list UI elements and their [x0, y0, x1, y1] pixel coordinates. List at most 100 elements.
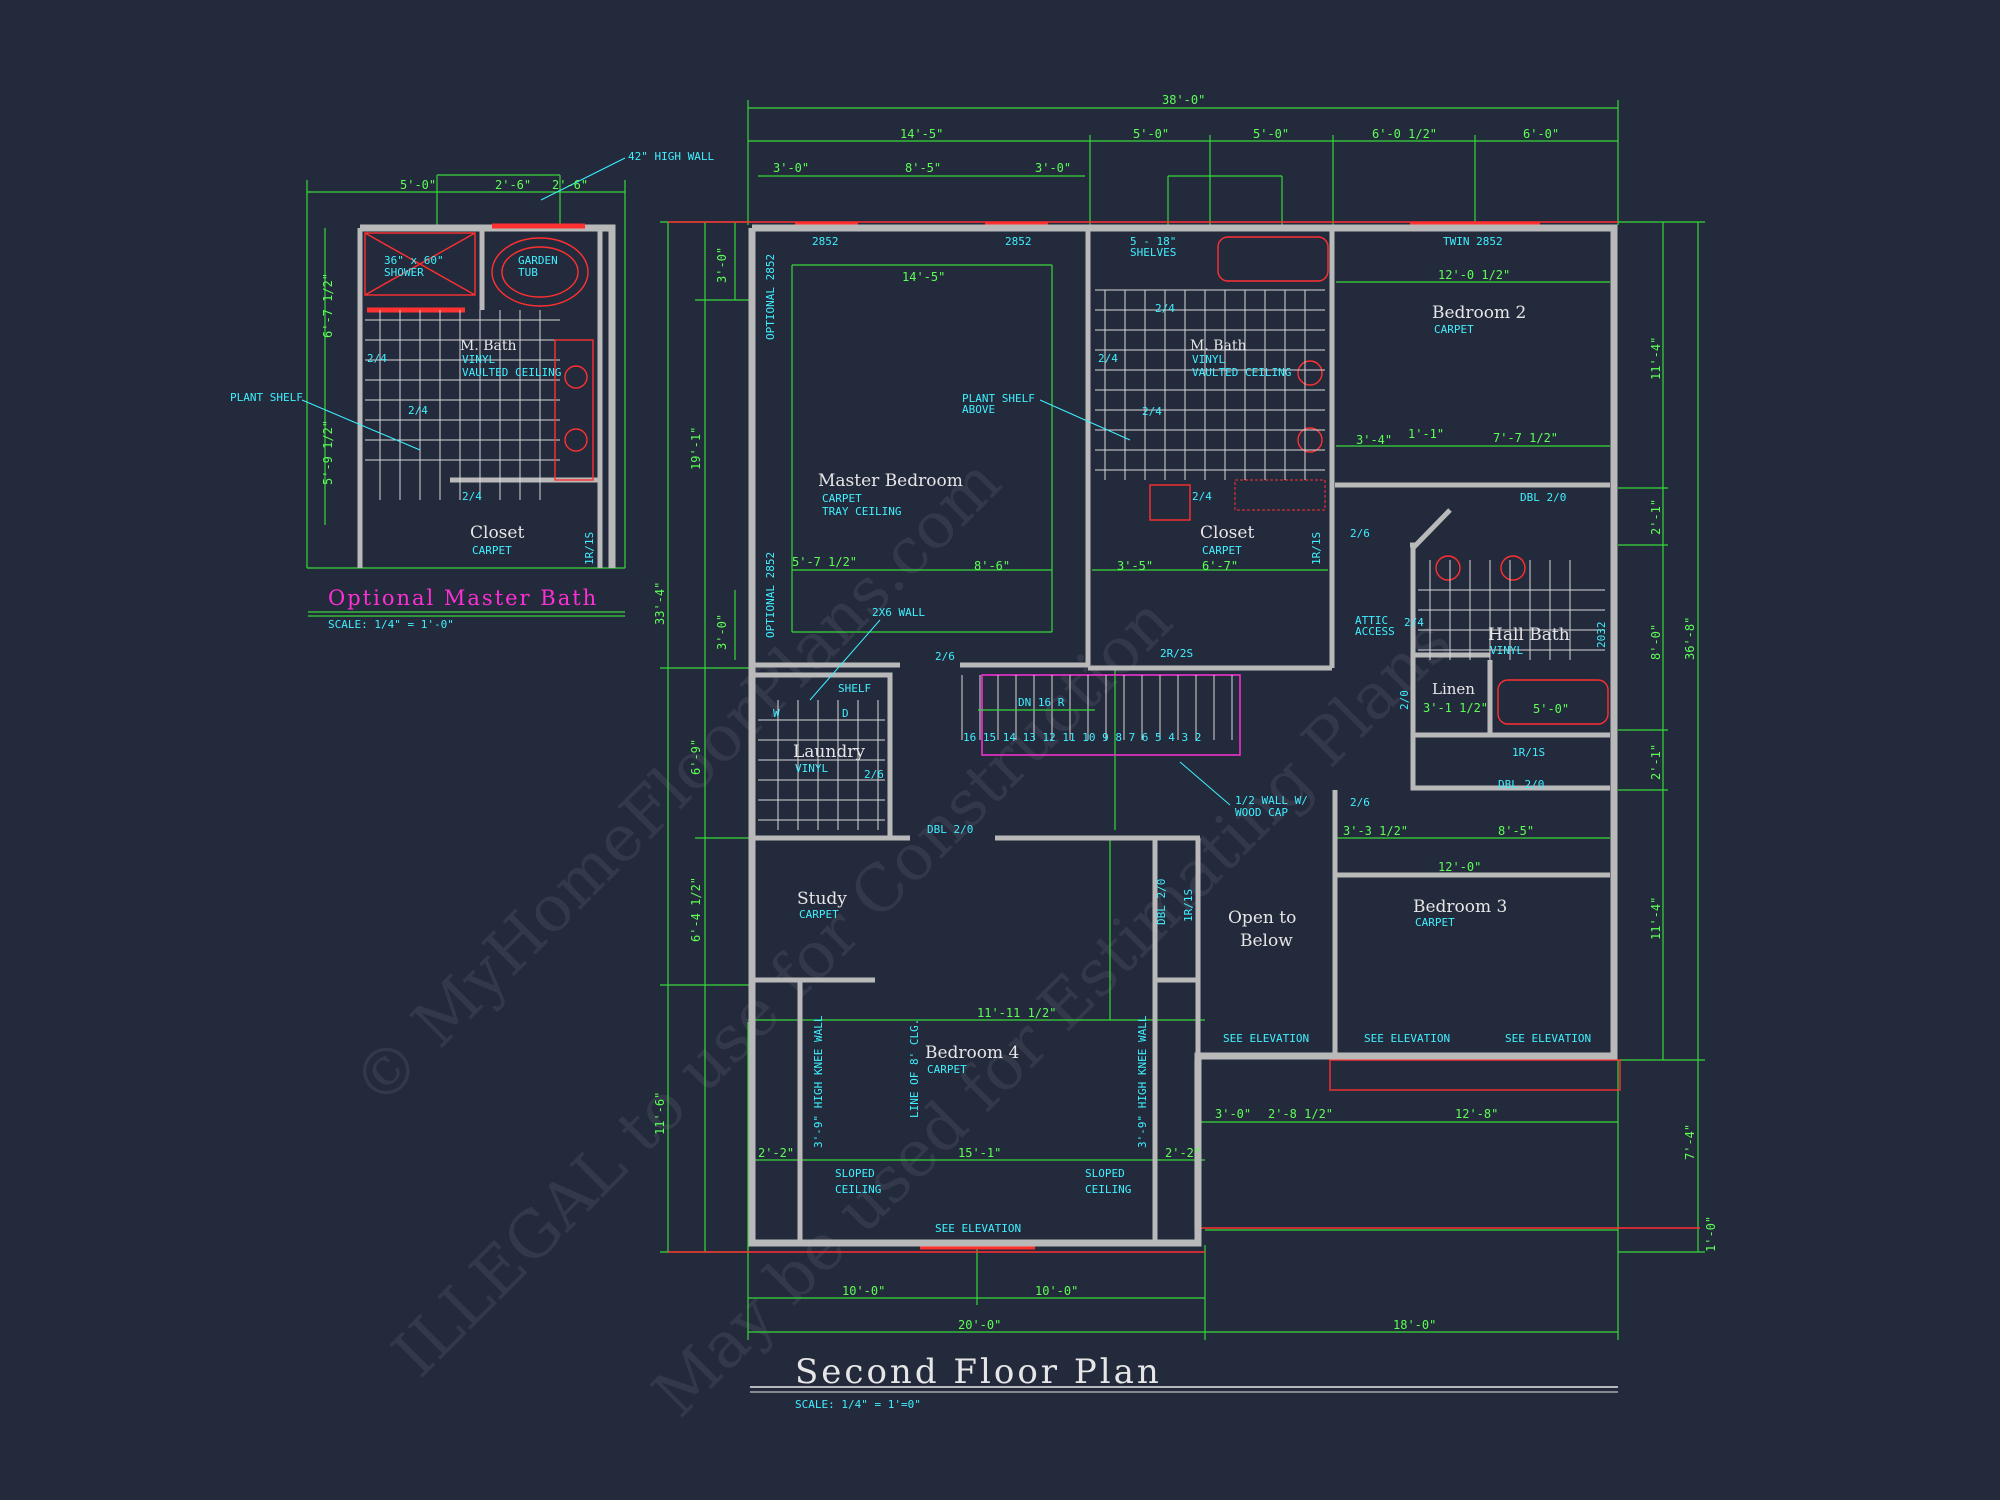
dim-overall-top: 38'-0"	[1162, 93, 1205, 107]
walls	[748, 224, 1618, 1247]
room-closet-floor: CARPET	[1202, 544, 1242, 557]
room-bedroom-3: Bedroom 3	[1413, 897, 1507, 917]
dim-closet-a: 3'-5"	[1117, 559, 1153, 573]
inset-note-shower-2: SHOWER	[384, 266, 424, 279]
note-half-wall-2: WOOD CAP	[1235, 806, 1288, 819]
room-bedroom-3-floor: CARPET	[1415, 916, 1455, 929]
note-shelves-2: SHELVES	[1130, 246, 1176, 259]
note-window-2852-a: 2852	[812, 235, 839, 248]
inset-room-master-bath-ceiling: VAULTED CEILING	[462, 366, 561, 379]
dim-b3-b: 2'-8 1/2"	[1268, 1107, 1333, 1121]
inset-note-shower-1: 36" x 60"	[384, 254, 444, 267]
room-laundry: Laundry	[793, 742, 865, 762]
dim-b3-c: 12'-8"	[1455, 1107, 1498, 1121]
note-line-8-clg: LINE OF 8' CLG.	[908, 1019, 921, 1118]
note-knee-wall-left: 3'-9" HIGH KNEE WALL	[812, 1015, 825, 1148]
note-sloped-1b: CEILING	[835, 1183, 881, 1196]
room-hall-bath-floor: VINYL	[1490, 644, 1523, 657]
note-door-2r2s: 2R/2S	[1160, 647, 1193, 660]
room-bedroom-4-floor: CARPET	[927, 1063, 967, 1076]
dim-bottom-a: 10'-0"	[842, 1284, 885, 1298]
room-open-below-line2: Below	[1240, 931, 1293, 951]
note-door-1r1s-b: 1R/1S	[1310, 532, 1323, 565]
dim-left-total: 33'-4"	[653, 582, 667, 625]
note-2x6-wall: 2X6 WALL	[872, 606, 925, 619]
inset-room-master-bath-floor: VINYL	[462, 353, 495, 366]
inset-note-42-high-wall: 42" HIGH WALL	[628, 150, 714, 163]
note-door-1r1s-a: 1R/1S	[1512, 746, 1545, 759]
note-dryer: D	[842, 707, 849, 720]
dim-hall-bath-d: 1'-1"	[1408, 427, 1444, 441]
note-dn16r: DN 16 R	[1018, 696, 1065, 709]
note-attic-2: ACCESS	[1355, 625, 1395, 638]
note-knee-wall-right: 3'-9" HIGH KNEE WALL	[1136, 1015, 1149, 1148]
dim-top-c: 5'-0"	[1253, 127, 1289, 141]
dim-b3-e: 3'-3 1/2"	[1343, 824, 1408, 838]
inset-dim-e: 5'-9 1/2"	[321, 420, 335, 485]
inset-room-closet-floor: CARPET	[472, 544, 512, 557]
room-master-bath-ceiling: VAULTED CEILING	[1192, 366, 1291, 379]
dim-left-a: 3'-0"	[715, 247, 729, 283]
note-dbl-20-b: DBL 2/0	[1498, 778, 1544, 791]
inset-door-24-a: 2/4	[367, 352, 387, 365]
note-window-2852-b: 2852	[1005, 235, 1032, 248]
room-bedroom-4: Bedroom 4	[925, 1043, 1019, 1063]
inset-note-plant-shelf: PLANT SHELF	[230, 391, 303, 404]
dim-right-d: 2'-1"	[1649, 744, 1663, 780]
note-optional-window-1: OPTIONAL 2852	[764, 254, 777, 340]
dim-b3-a: 3'-0"	[1215, 1107, 1251, 1121]
dim-left-d: 6'-9"	[689, 739, 703, 775]
note-dbl-20-c: DBL 2/0	[927, 823, 973, 836]
dim-left-c: 3'-0"	[715, 614, 729, 650]
note-door-24-d: 2/4	[1192, 490, 1212, 503]
inset-door-24-b: 2/4	[408, 404, 428, 417]
note-door-24-e: 2/4	[1404, 616, 1424, 629]
note-see-elevation-3: SEE ELEVATION	[1505, 1032, 1591, 1045]
note-shelf: SHELF	[838, 682, 871, 695]
inset-dim-c: 2'-6"	[552, 178, 588, 192]
note-plant-shelf-above-1: PLANT SHELF	[962, 392, 1035, 405]
note-door-26-b: 2/6	[1350, 527, 1370, 540]
dim-right-c: 8'-0"	[1649, 624, 1663, 660]
dim-hall-bath-e: 7'-7 1/2"	[1493, 431, 1558, 445]
note-door-24-c: 2/4	[1142, 405, 1162, 418]
dim-bottom-c: 20'-0"	[958, 1318, 1001, 1332]
dim-top-h: 3'-0"	[1035, 161, 1071, 175]
dim-top-d: 6'-0 1/2"	[1372, 127, 1437, 141]
inset-scale: SCALE: 1/4" = 1'-0"	[328, 618, 454, 631]
inset-note-tub-1: GARDEN	[518, 254, 558, 267]
dim-bottom-d: 18'-0"	[1393, 1318, 1436, 1332]
note-sloped-1a: SLOPED	[835, 1167, 875, 1180]
dim-b3-width: 12'-0"	[1438, 860, 1481, 874]
note-sloped-2a: SLOPED	[1085, 1167, 1125, 1180]
inset-title: Optional Master Bath	[328, 586, 598, 610]
dim-top-a: 14'-5"	[900, 127, 943, 141]
note-door-26-c: 2/6	[1350, 796, 1370, 809]
room-linen: Linen	[1432, 680, 1475, 698]
note-see-elevation-2: SEE ELEVATION	[1364, 1032, 1450, 1045]
inset-room-master-bath: M. Bath	[460, 338, 517, 354]
room-hall-bath: Hall Bath	[1488, 625, 1570, 645]
note-plant-shelf-above-2: ABOVE	[962, 403, 995, 416]
dim-mb-width: 14'-5"	[902, 270, 945, 284]
note-sloped-2b: CEILING	[1085, 1183, 1131, 1196]
dim-closet-b: 6'-7"	[1202, 559, 1238, 573]
dim-right-f: 7'-4"	[1683, 1124, 1697, 1160]
room-open-below-line1: Open to	[1228, 908, 1296, 928]
main-scale: SCALE: 1/4" = 1'=0"	[795, 1398, 921, 1411]
room-study: Study	[797, 889, 847, 909]
inset-room-closet: Closet	[470, 523, 524, 543]
inset-dim-b: 2'-6"	[495, 178, 531, 192]
note-shelves-1: 5 - 18"	[1130, 235, 1176, 248]
dim-left-f: 11'-6"	[653, 1092, 667, 1135]
master-bath-tiles	[1095, 289, 1325, 480]
room-master-bedroom: Master Bedroom	[818, 471, 963, 491]
dim-right-g: 1'-0"	[1704, 1216, 1718, 1252]
dim-left-b: 19'-1"	[689, 427, 703, 470]
note-stair-numbers: 16 15 14 13 12 11 10 9 8 7 6 5 4 3 2	[963, 731, 1201, 744]
room-master-bedroom-ceiling: TRAY CEILING	[822, 505, 901, 518]
dim-hall-bath-b: 3'-1 1/2"	[1423, 701, 1488, 715]
dim-mb-b: 8'-6"	[974, 559, 1010, 573]
note-twin-2852: TWIN 2852	[1443, 235, 1503, 248]
dim-b3-d: 8'-5"	[1498, 824, 1534, 838]
